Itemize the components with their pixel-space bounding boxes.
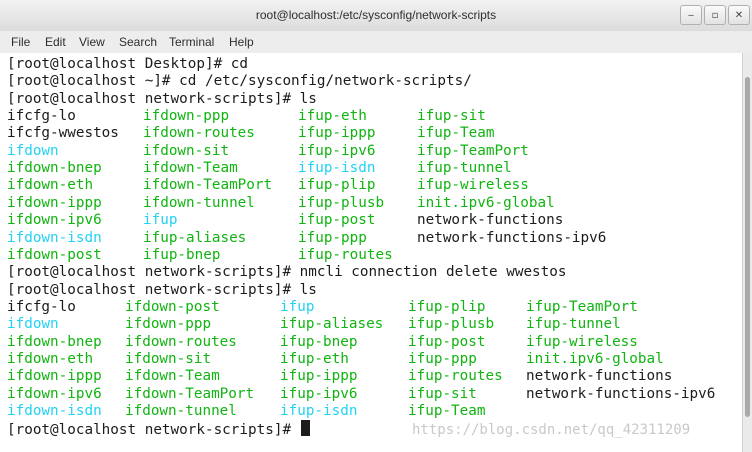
file-entry: ifup-plip: [408, 298, 486, 315]
file-entry: ifup-plip: [298, 177, 376, 194]
file-entry: ifdown-ppp: [125, 316, 212, 333]
file-entry: ifdown-ippp: [7, 194, 102, 211]
file-entry: ifdown-bnep: [7, 160, 102, 177]
maximize-icon[interactable]: ▫: [704, 5, 726, 25]
file-entry: ifup-ipv6: [298, 142, 376, 159]
file-entry: ifup-tunnel: [417, 160, 512, 177]
file-entry: ifdown-eth: [7, 177, 94, 194]
file-entry: ifup-ppp: [298, 229, 367, 246]
prompt-line: [root@localhost network-scripts]#: [7, 420, 310, 439]
file-entry: ifup-tunnel: [526, 316, 621, 333]
file-entry: ifup-plusb: [408, 316, 495, 333]
scrollbar-thumb[interactable]: [745, 77, 750, 417]
menu-file[interactable]: File: [11, 35, 31, 49]
file-entry: network-functions-ipv6: [417, 229, 607, 246]
file-entry: ifup-Team: [408, 403, 486, 419]
menu-help[interactable]: Help: [229, 35, 254, 49]
prompt: [root@localhost network-scripts]#: [7, 422, 300, 439]
file-entry: init.ipv6-global: [526, 350, 664, 367]
file-entry: ifdown-Team: [125, 368, 220, 385]
file-entry: ifup-isdn: [298, 160, 376, 177]
file-entry: init.ipv6-global: [417, 194, 555, 211]
menu-search[interactable]: Search: [119, 35, 158, 49]
file-entry: ifdown-ppp: [143, 108, 230, 125]
file-entry: ifdown-tunnel: [143, 194, 255, 211]
file-entry: ifup-sit: [417, 108, 486, 125]
file-entry: ifup-eth: [298, 108, 367, 125]
file-entry: ifup-aliases: [143, 229, 247, 246]
menu-view[interactable]: View: [79, 35, 105, 49]
file-entry: ifup-sit: [408, 385, 477, 402]
file-entry: ifup-ipv6: [280, 385, 358, 402]
text-cursor: [300, 420, 310, 437]
file-entry: ifdown-bnep: [7, 333, 102, 350]
file-entry: ifup-wireless: [526, 333, 638, 350]
file-entry: network-functions: [417, 212, 564, 229]
file-entry: ifup-TeamPort: [417, 142, 529, 159]
file-entry: ifdown-ippp: [7, 368, 102, 385]
file-entry: ifdown-TeamPort: [125, 385, 255, 402]
file-entry: ifdown-tunnel: [125, 403, 237, 419]
close-icon[interactable]: ✕: [728, 5, 750, 25]
window-controls: ‒ ▫ ✕: [680, 5, 750, 25]
file-entry: ifcfg-lo: [7, 108, 76, 125]
file-entry: ifup-aliases: [280, 316, 384, 333]
file-entry: ifdown-eth: [7, 350, 94, 367]
file-entry: ifup-plusb: [298, 194, 385, 211]
file-entry: ifdown-isdn: [7, 403, 102, 419]
file-entry: ifdown-routes: [125, 333, 237, 350]
title-bar[interactable]: root@localhost:/etc/sysconfig/network-sc…: [0, 0, 752, 32]
file-entry: ifcfg-wwestos: [7, 125, 119, 142]
command-line: [root@localhost network-scripts]# nmcli …: [7, 264, 567, 281]
vertical-scrollbar[interactable]: [742, 53, 752, 452]
file-entry: ifdown-post: [125, 298, 220, 315]
file-entry: ifup-eth: [280, 350, 349, 367]
watermark: https://blog.csdn.net/qq_42311209: [412, 422, 691, 438]
file-entry: network-functions: [526, 368, 673, 385]
file-entry: ifup-routes: [298, 246, 393, 263]
file-entry: ifdown-isdn: [7, 229, 102, 246]
minimize-icon[interactable]: ‒: [680, 5, 702, 25]
file-entry: ifup-wireless: [417, 177, 529, 194]
file-entry: ifup-ippp: [298, 125, 376, 142]
file-entry: ifup: [143, 212, 178, 229]
file-entry: ifdown-sit: [143, 142, 230, 159]
file-entry: network-functions-ipv6: [526, 385, 716, 402]
command-line: [root@localhost network-scripts]# ls: [7, 281, 317, 298]
file-entry: ifup-routes: [408, 368, 503, 385]
file-entry: ifdown: [7, 316, 59, 333]
file-entry: ifup-post: [298, 212, 376, 229]
file-entry: ifdown-TeamPort: [143, 177, 273, 194]
menu-bar: File Edit View Search Terminal Help: [0, 31, 752, 54]
file-entry: ifdown-sit: [125, 350, 212, 367]
file-entry: ifdown-ipv6: [7, 385, 102, 402]
file-entry: ifdown: [7, 142, 59, 159]
file-entry: ifdown-Team: [143, 160, 238, 177]
command-line: [root@localhost ~]# cd /etc/sysconfig/ne…: [7, 73, 472, 90]
file-entry: ifdown-post: [7, 246, 102, 263]
file-entry: ifup-Team: [417, 125, 495, 142]
file-entry: ifup-post: [408, 333, 486, 350]
file-entry: ifup-bnep: [280, 333, 358, 350]
menu-edit[interactable]: Edit: [45, 35, 66, 49]
window-title: root@localhost:/etc/sysconfig/network-sc…: [255, 8, 497, 22]
terminal-output[interactable]: [root@localhost Desktop]# cd[root@localh…: [0, 53, 742, 452]
file-entry: ifcfg-lo: [7, 298, 76, 315]
file-entry: ifdown-routes: [143, 125, 255, 142]
file-entry: ifup-ppp: [408, 350, 477, 367]
command-line: [root@localhost network-scripts]# ls: [7, 90, 317, 107]
file-entry: ifup: [280, 298, 315, 315]
file-entry: ifup-isdn: [280, 403, 358, 419]
file-entry: ifdown-ipv6: [7, 212, 102, 229]
menu-terminal[interactable]: Terminal: [169, 35, 215, 49]
command-line: [root@localhost Desktop]# cd: [7, 56, 249, 72]
file-entry: ifup-bnep: [143, 246, 221, 263]
file-entry: ifup-TeamPort: [526, 298, 638, 315]
file-entry: ifup-ippp: [280, 368, 358, 385]
